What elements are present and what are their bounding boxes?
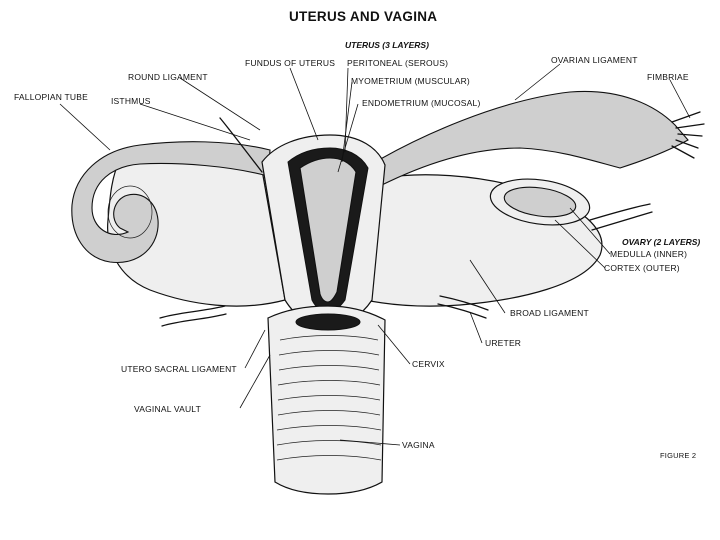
left-fallopian-tube-shape bbox=[71, 141, 271, 264]
label-ovarian-ligament: OVARIAN LIGAMENT bbox=[551, 55, 638, 65]
label-peritoneal: PERITONEAL (SEROUS) bbox=[347, 58, 449, 68]
right-fallopian-tube-shape bbox=[364, 90, 689, 191]
left-ovary-shape bbox=[107, 185, 153, 239]
vagina-shape bbox=[267, 305, 386, 495]
cervix-os-shape bbox=[295, 313, 361, 331]
leader-lines bbox=[59, 63, 691, 446]
vaginal-rugae bbox=[276, 335, 382, 461]
label-myometrium: MYOMETRIUM (MUSCULAR) bbox=[351, 76, 470, 86]
ovary-layers-heading: OVARY (2 LAYERS) bbox=[622, 237, 701, 247]
fimbriae-shape bbox=[671, 111, 705, 159]
label-endometrium: ENDOMETRIUM (MUCOSAL) bbox=[362, 98, 481, 108]
label-isthmus: ISTHMUS bbox=[111, 96, 151, 106]
label-round-ligament: ROUND LIGAMENT bbox=[128, 72, 208, 82]
ureter-left-shape bbox=[159, 305, 227, 327]
label-fimbriae: FIMBRIAE bbox=[647, 72, 689, 82]
label-fundus: FUNDUS OF UTERUS bbox=[245, 58, 336, 68]
ureter-right-shape bbox=[437, 295, 489, 319]
label-vagina: VAGINA bbox=[402, 440, 435, 450]
myometrium-layer-shape bbox=[299, 157, 357, 303]
diagram-title: UTERUS AND VAGINA bbox=[289, 9, 438, 24]
label-utero-sacral: UTERO SACRAL LIGAMENT bbox=[121, 364, 237, 374]
label-figure: FIGURE 2 bbox=[660, 451, 697, 460]
label-ureter: URETER bbox=[485, 338, 522, 348]
round-ligament-shape bbox=[219, 117, 263, 173]
ureter-right-stub bbox=[589, 203, 653, 231]
label-broad-ligament: BROAD LIGAMENT bbox=[510, 308, 589, 318]
label-cervix: CERVIX bbox=[412, 359, 445, 369]
label-medulla: MEDULLA (INNER) bbox=[610, 249, 688, 259]
label-vaginal-vault: VAGINAL VAULT bbox=[134, 404, 201, 414]
ovary-medulla-shape bbox=[503, 186, 577, 218]
label-cortex: CORTEX (OUTER) bbox=[604, 263, 680, 273]
label-fallopian-tube: FALLOPIAN TUBE bbox=[14, 92, 88, 102]
uterus-layers-heading: UTERUS (3 LAYERS) bbox=[345, 40, 429, 50]
